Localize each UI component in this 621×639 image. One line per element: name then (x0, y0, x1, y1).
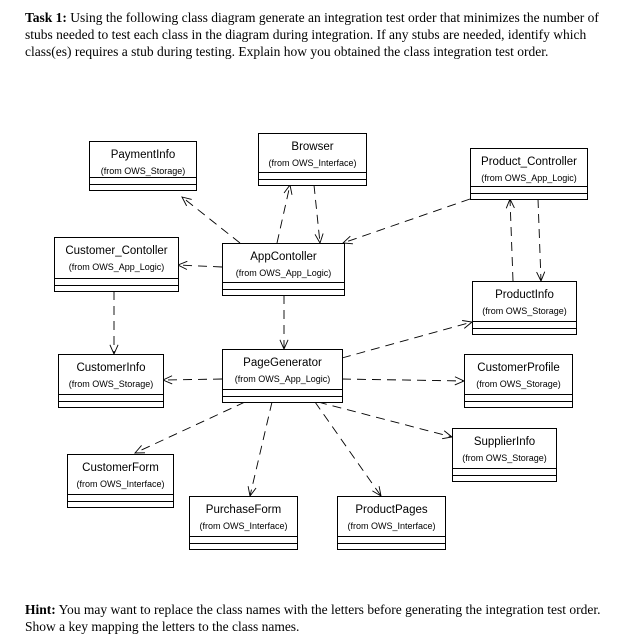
arrowhead (454, 376, 466, 386)
dependency-pagegenerator-to-supplierinfo (317, 401, 454, 440)
hint-label: Hint: (25, 602, 56, 617)
class-box (222, 243, 345, 296)
dependency-appcontoller-to-paymentinfo (181, 196, 241, 244)
class-productpages: ProductPages (from OWS_Interface) (337, 496, 446, 550)
dependency-customer_contoller-to-customerinfo (109, 291, 119, 356)
hint-text: You may want to replace the class names … (25, 602, 601, 634)
class-package: (from OWS_Storage) (482, 306, 567, 316)
dependency-appcontoller-to-pagegenerator (279, 295, 289, 351)
dependency-browser-to-appcontoller (313, 184, 324, 245)
class-package: (from OWS_App_Logic) (236, 268, 332, 278)
class-box (222, 349, 343, 403)
dependency-product_controller-to-appcontoller (341, 198, 471, 245)
class-box (472, 281, 577, 335)
dependency-line (181, 196, 241, 244)
dependency-line (177, 264, 223, 268)
dependency-line (317, 401, 453, 438)
class-box (452, 428, 557, 482)
task-label: Task 1: (25, 10, 67, 25)
class-name: PaymentInfo (111, 149, 176, 161)
class-package: (from OWS_Storage) (476, 379, 561, 389)
class-box (58, 354, 164, 408)
class-supplierinfo: SupplierInfo (from OWS_Storage) (452, 428, 557, 482)
class-box (258, 133, 367, 186)
class-name: Customer_Contoller (65, 245, 167, 257)
class-paymentinfo: PaymentInfo (from OWS_Storage) (89, 141, 197, 191)
dependency-product_controller-to-productinfo (536, 198, 546, 283)
dependency-line (162, 378, 223, 381)
dependency-line (249, 401, 273, 497)
class-package: (from OWS_Interface) (199, 521, 287, 531)
class-box (189, 496, 298, 550)
dependency-pagegenerator-to-customerprofile (341, 376, 466, 386)
dependency-line (341, 321, 473, 359)
dependency-productinfo-to-product_controller (505, 197, 515, 282)
class-box (337, 496, 446, 550)
dependency-line (314, 401, 382, 497)
class-name: PurchaseForm (206, 504, 281, 516)
class-purchaseform: PurchaseForm (from OWS_Interface) (189, 496, 298, 550)
class-box (54, 237, 179, 292)
arrowhead (181, 196, 192, 207)
class-package: (from OWS_Storage) (69, 379, 154, 389)
class-name: ProductPages (355, 504, 427, 516)
class-package: (from OWS_Interface) (76, 479, 164, 489)
class-pagegenerator: PageGenerator (from OWS_App_Logic) (222, 349, 343, 403)
class-productinfo: ProductInfo (from OWS_Storage) (472, 281, 577, 335)
class-name: Product_Controller (481, 156, 577, 168)
class-box (470, 148, 588, 200)
class-customerinfo: CustomerInfo (from OWS_Storage) (58, 354, 164, 408)
class-package: (from OWS_Interface) (347, 521, 435, 531)
class-package: (from OWS_Storage) (101, 166, 186, 176)
class-name: PageGenerator (243, 357, 322, 369)
arrowhead (442, 430, 454, 440)
task-text: Using the following class diagram genera… (25, 10, 599, 59)
class-name: Browser (291, 141, 333, 153)
class-customerform: CustomerForm (from OWS_Interface) (67, 454, 174, 508)
dependency-line (313, 184, 321, 244)
class-package: (from OWS_App_Logic) (69, 262, 165, 272)
dependency-line (341, 378, 465, 382)
arrowhead (133, 445, 146, 454)
dependency-pagegenerator-to-productinfo (341, 320, 474, 359)
class-package: (from OWS_App_Logic) (481, 173, 577, 183)
arrowhead (247, 486, 257, 498)
dependency-pagegenerator-to-productpages (314, 401, 382, 497)
class-appcontoller: AppContoller (from OWS_App_Logic) (222, 243, 345, 296)
dependency-line (276, 184, 291, 244)
task-paragraph: Task 1: Using the following class diagra… (25, 9, 613, 60)
class-package: (from OWS_Interface) (268, 158, 356, 168)
dependency-pagegenerator-to-customerform (133, 401, 246, 454)
class-name: CustomerProfile (477, 362, 559, 374)
dependency-pagegenerator-to-purchaseform (247, 401, 273, 498)
class-customerprofile: CustomerProfile (from OWS_Storage) (464, 354, 573, 408)
class-product_controller: Product_Controller (from OWS_App_Logic) (470, 148, 588, 200)
class-customer_contoller: Customer_Contoller (from OWS_App_Logic) (54, 237, 179, 292)
class-name: ProductInfo (495, 289, 554, 301)
class-package: (from OWS_App_Logic) (235, 374, 331, 384)
dependency-appcontoller-to-browser (276, 183, 293, 244)
dependency-line (537, 198, 542, 282)
dependency-appcontoller-to-customer_contoller (176, 260, 223, 270)
dependency-line (134, 401, 246, 454)
class-name: CustomerForm (82, 462, 159, 474)
dependency-line (509, 198, 514, 282)
class-box (67, 454, 174, 508)
class-name: CustomerInfo (76, 362, 145, 374)
class-boxes: PaymentInfo (from OWS_Storage) Browser (fro… (54, 133, 588, 550)
class-name: AppContoller (250, 251, 317, 263)
class-name: SupplierInfo (474, 436, 535, 448)
class-browser: Browser (from OWS_Interface) (258, 133, 367, 186)
dependency-pagegenerator-to-customerinfo (161, 375, 223, 385)
hint-paragraph: Hint: You may want to replace the class … (25, 601, 613, 635)
dependency-line (342, 198, 471, 244)
class-package: (from OWS_Storage) (462, 453, 547, 463)
class-box (89, 141, 197, 191)
class-box (464, 354, 573, 408)
